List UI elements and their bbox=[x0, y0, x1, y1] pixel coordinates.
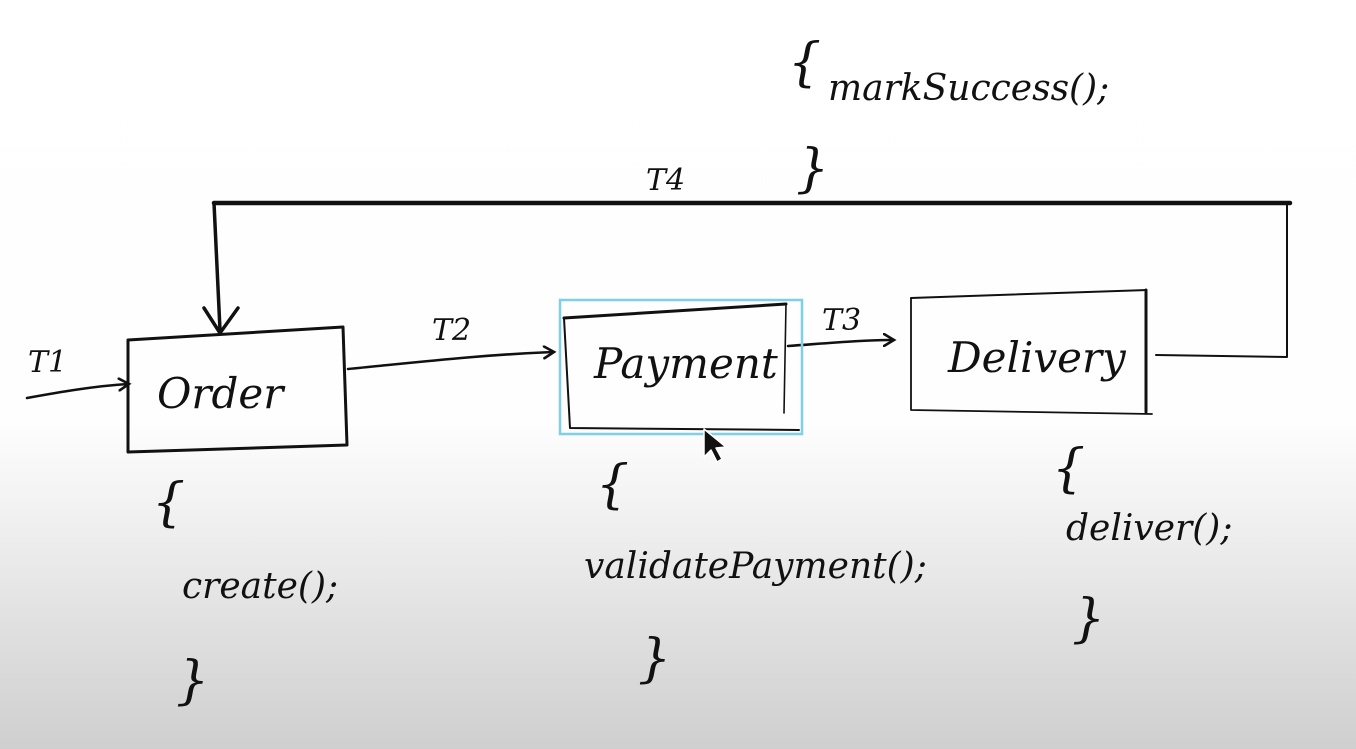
edge-label-t4: T4 bbox=[646, 163, 685, 198]
edge-label-t1: T1 bbox=[28, 345, 67, 380]
mouse-cursor-icon bbox=[703, 428, 727, 463]
code-open-brace: { bbox=[788, 33, 821, 93]
edge-t4: T4 bbox=[202, 163, 1293, 358]
code-create: create(); bbox=[182, 566, 338, 607]
edge-t1: T1 bbox=[25, 345, 128, 400]
code-open-brace: { bbox=[1052, 439, 1085, 499]
code-block-t4: { markSuccess(); } bbox=[788, 33, 1109, 199]
node-order-label: Order bbox=[157, 369, 286, 418]
node-payment[interactable]: Payment bbox=[558, 298, 804, 436]
selection-outline bbox=[558, 298, 804, 436]
code-open-brace: { bbox=[152, 473, 185, 533]
code-close-brace: } bbox=[1072, 589, 1105, 649]
code-close-brace: } bbox=[176, 651, 209, 711]
edge-label-t2: T2 bbox=[432, 313, 471, 348]
code-open-brace: { bbox=[596, 455, 629, 515]
edge-t3: T3 bbox=[786, 303, 893, 348]
node-order[interactable]: Order bbox=[126, 325, 349, 454]
code-block-order: { create(); } bbox=[152, 473, 338, 711]
code-block-payment: { validatePayment(); } bbox=[584, 455, 927, 689]
node-delivery-label: Delivery bbox=[947, 333, 1127, 382]
code-block-delivery: { deliver(); } bbox=[1052, 439, 1232, 649]
node-delivery[interactable]: Delivery bbox=[910, 288, 1153, 415]
edge-label-t3: T3 bbox=[822, 303, 861, 338]
edge-t2: T2 bbox=[346, 313, 553, 371]
node-payment-label: Payment bbox=[593, 339, 778, 388]
code-deliver: deliver(); bbox=[1066, 508, 1232, 549]
code-close-brace: } bbox=[638, 629, 671, 689]
code-close-brace: } bbox=[796, 139, 829, 199]
code-mark-success: markSuccess(); bbox=[828, 68, 1109, 109]
code-validate-payment: validatePayment(); bbox=[584, 546, 927, 587]
